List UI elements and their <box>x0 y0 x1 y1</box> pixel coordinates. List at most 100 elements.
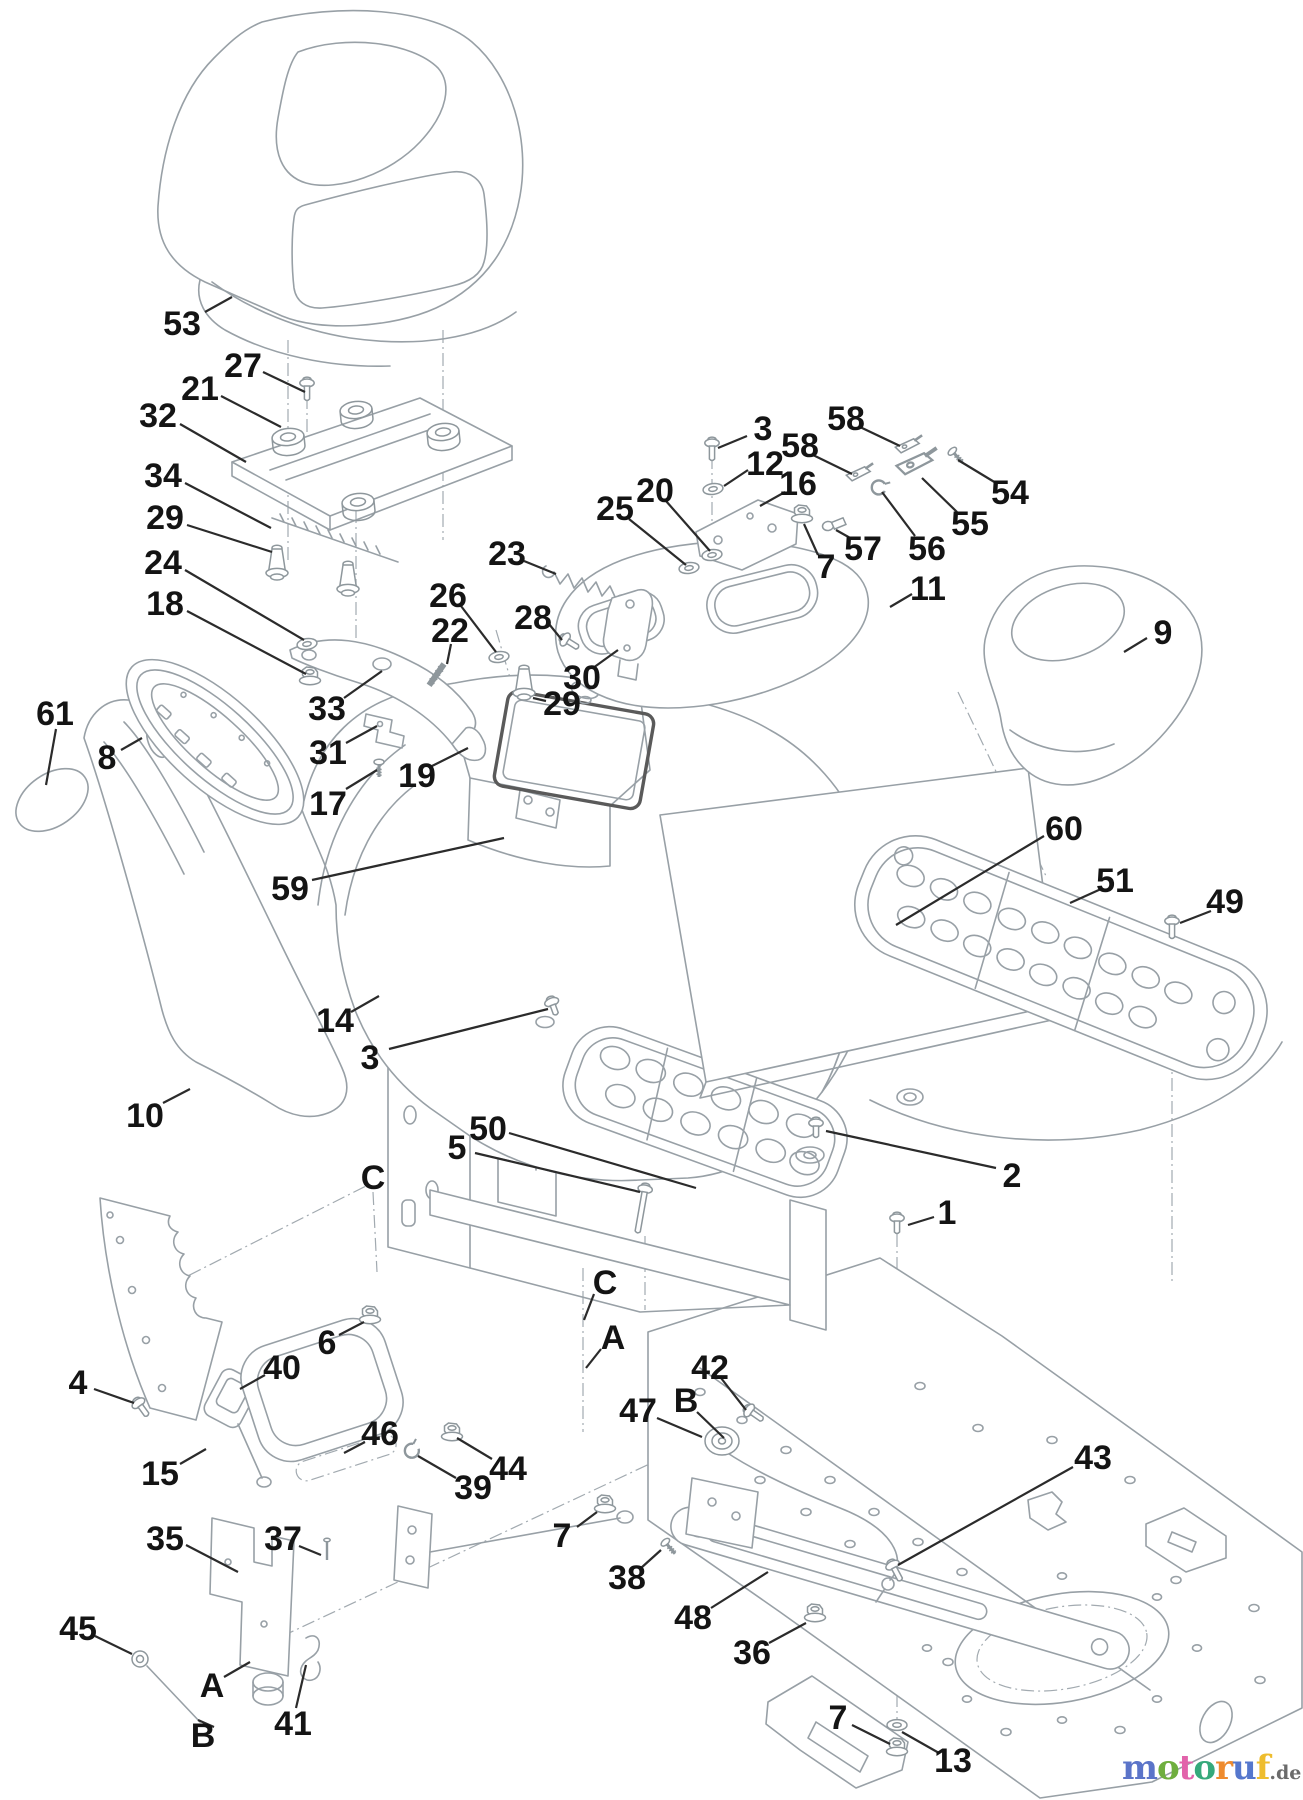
latch-bracket-35 <box>146 1505 634 1723</box>
leader-7-25 <box>802 523 820 556</box>
bushing-part <box>271 427 306 457</box>
nut-part <box>440 1422 464 1442</box>
leader-54-28 <box>957 459 997 484</box>
leader-18-7 <box>186 610 307 675</box>
washer-part <box>886 1718 908 1732</box>
screw-part <box>660 1537 677 1555</box>
leader-43-62 <box>897 1466 1074 1566</box>
callout-12-21: 12 <box>746 445 784 483</box>
bushing-part <box>339 400 374 430</box>
watermark-letter: f <box>1255 1748 1271 1788</box>
callout-51-35: 51 <box>1096 862 1134 900</box>
leader-16-24 <box>759 491 786 507</box>
nut-part <box>803 1603 827 1623</box>
screw-part <box>373 758 385 777</box>
seat-backrest-opening <box>275 41 447 187</box>
callout-33-10: 33 <box>308 690 346 728</box>
callout-11-32: 11 <box>910 570 946 608</box>
callout-60-34: 60 <box>1045 810 1083 848</box>
leader-31-11 <box>345 725 378 744</box>
leader-38-59 <box>640 1549 662 1569</box>
bolt-part <box>299 376 315 402</box>
grommet-part <box>704 1426 740 1456</box>
bolt-part <box>1164 914 1180 940</box>
front-hanger-bracket <box>765 1675 909 1789</box>
leader-37-53 <box>298 1544 322 1557</box>
callout-49-36: 49 <box>1206 883 1244 921</box>
callout-36-61: 36 <box>733 1634 771 1672</box>
callout-15-48: 15 <box>141 1455 179 1493</box>
leader-15-48 <box>179 1448 207 1465</box>
leader-C-1 <box>582 1293 596 1321</box>
latch-bracket-31 <box>363 713 405 749</box>
seat <box>157 9 524 367</box>
motoruf-watermark: motoruf.de <box>1122 1748 1301 1788</box>
leader-19-13 <box>431 747 469 767</box>
pivot-bracket-30 <box>602 588 654 681</box>
callout-20-22: 20 <box>636 472 674 510</box>
callout-46-49: 46 <box>361 1415 399 1453</box>
callout-3-39: 3 <box>361 1039 380 1077</box>
lift-handle-46 <box>240 1317 404 1482</box>
callout-34-4: 34 <box>144 457 182 495</box>
callout-55-29: 55 <box>951 505 989 543</box>
leader-25-23 <box>628 518 687 566</box>
leader-36-61 <box>768 1622 807 1644</box>
callout-22-16: 22 <box>431 612 469 650</box>
callout-58-26: 58 <box>827 400 865 438</box>
nut-part <box>593 1494 617 1514</box>
section-letter-B-3: B <box>674 1382 699 1420</box>
watermark-letter: o <box>1156 1748 1180 1788</box>
nut-part <box>358 1305 382 1325</box>
callout-8-9: 8 <box>98 739 117 777</box>
leader-53-0 <box>204 296 233 313</box>
leader-28-17 <box>548 623 563 641</box>
washer-part <box>488 650 510 664</box>
leader-23-14 <box>523 559 557 576</box>
bolt-part <box>885 1558 904 1582</box>
leader-49-36 <box>1179 909 1212 925</box>
callout-53-0: 53 <box>163 305 201 343</box>
leader-57-31 <box>835 529 853 540</box>
callout-42-56: 42 <box>691 1349 729 1387</box>
callout-43-62: 43 <box>1074 1439 1112 1477</box>
callout-7-58: 7 <box>553 1517 572 1555</box>
callout-39-51: 39 <box>454 1469 492 1507</box>
callout-57-31: 57 <box>844 530 882 568</box>
leader-29-5 <box>186 523 273 554</box>
conebolt-part <box>512 664 536 701</box>
washer-part <box>678 561 700 575</box>
clip-part <box>403 1438 421 1459</box>
leader-60-34 <box>895 835 1045 926</box>
plate-part <box>894 446 938 476</box>
leader-3-20 <box>717 434 748 450</box>
callout-19-13: 19 <box>398 757 436 795</box>
callout-50-41: 50 <box>469 1110 507 1148</box>
callout-24-6: 24 <box>144 544 182 582</box>
watermark-suffix: .de <box>1269 1762 1302 1784</box>
console-bezel <box>125 658 305 826</box>
bolt-part <box>889 1211 905 1235</box>
conebolt-part <box>336 560 360 597</box>
nut-part <box>885 1737 909 1757</box>
conebolt-part <box>265 544 289 581</box>
callout-56-30: 56 <box>908 530 946 568</box>
leader-14-38 <box>350 995 380 1013</box>
watermark-letter: t <box>1178 1748 1195 1788</box>
ballstud-part <box>131 1650 149 1668</box>
callout-29-5: 29 <box>146 499 184 537</box>
leader-32-3 <box>179 423 247 463</box>
chassis-plate <box>647 1257 1303 1799</box>
engine-opening <box>954 1590 1170 1706</box>
callout-58-27: 58 <box>781 427 819 465</box>
leader-7-58 <box>576 1511 598 1528</box>
bolt-part <box>131 1396 150 1417</box>
fender-top-cover <box>554 540 870 709</box>
leader-9-33 <box>1123 637 1148 653</box>
washer-part <box>296 637 318 651</box>
section-letter-C-1: C <box>593 1264 618 1302</box>
bolt-part <box>544 995 560 1016</box>
leader-12-21 <box>723 469 749 487</box>
stud-part <box>426 662 447 688</box>
